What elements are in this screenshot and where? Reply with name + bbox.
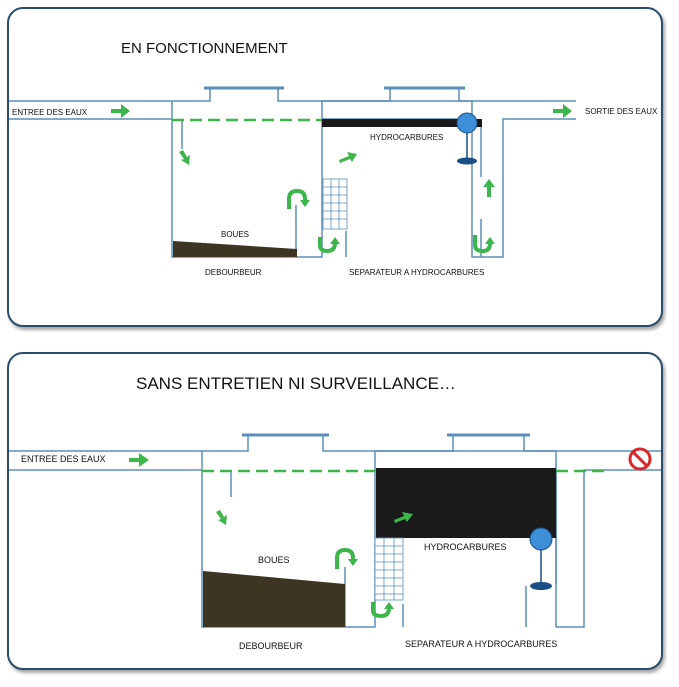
diagram-normal-operation xyxy=(9,86,576,258)
label-sludge: BOUES xyxy=(258,555,290,565)
no-entry-icon xyxy=(628,447,652,471)
settler-manhole xyxy=(172,87,322,102)
label-sludge: BOUES xyxy=(221,230,250,239)
panel-no-maintenance: SANS ENTRETIEN NI SURVEILLANCE… xyxy=(7,352,663,670)
panel-normal-operation: EN FONCTIONNEMENT xyxy=(7,7,663,327)
u-turn-arrow-icon xyxy=(335,547,391,619)
separator-manhole xyxy=(375,434,556,452)
hydrocarbon-layer xyxy=(322,119,482,127)
flow-arrow-icon xyxy=(129,453,413,525)
float-valve-icon xyxy=(529,527,553,590)
separator-manhole xyxy=(322,87,472,102)
flow-arrow-icon xyxy=(111,104,572,197)
label-inlet: ENTREE DES EAUX xyxy=(21,454,106,464)
label-hydrocarbons: HYDROCARBURES xyxy=(370,133,444,142)
label-separator: SEPARATEUR A HYDROCARBURES xyxy=(349,268,485,277)
coalescing-filter-icon xyxy=(374,537,404,601)
sludge-layer xyxy=(173,241,297,257)
label-hydrocarbons: HYDROCARBURES xyxy=(424,542,507,552)
panel-title: EN FONCTIONNEMENT xyxy=(121,40,288,57)
settler-manhole xyxy=(202,434,375,452)
label-inlet: ENTREE DES EAUX xyxy=(12,108,88,117)
pipe-outline xyxy=(9,450,661,628)
panel-title: SANS ENTRETIEN NI SURVEILLANCE… xyxy=(136,374,456,393)
label-settler: DEBOURBEUR xyxy=(239,641,303,651)
u-turn-arrow-icon xyxy=(287,188,492,254)
sludge-layer xyxy=(203,571,345,627)
label-separator: SEPARATEUR A HYDROCARBURES xyxy=(405,639,558,649)
hydrocarbon-layer xyxy=(376,468,556,538)
pipe-outline xyxy=(9,100,576,258)
float-valve-icon xyxy=(456,112,478,165)
diagram-no-maintenance xyxy=(9,433,661,628)
label-outlet: SORTIE DES EAUX xyxy=(585,107,658,116)
label-settler: DEBOURBEUR xyxy=(205,268,262,277)
coalescing-filter-icon xyxy=(322,178,348,230)
